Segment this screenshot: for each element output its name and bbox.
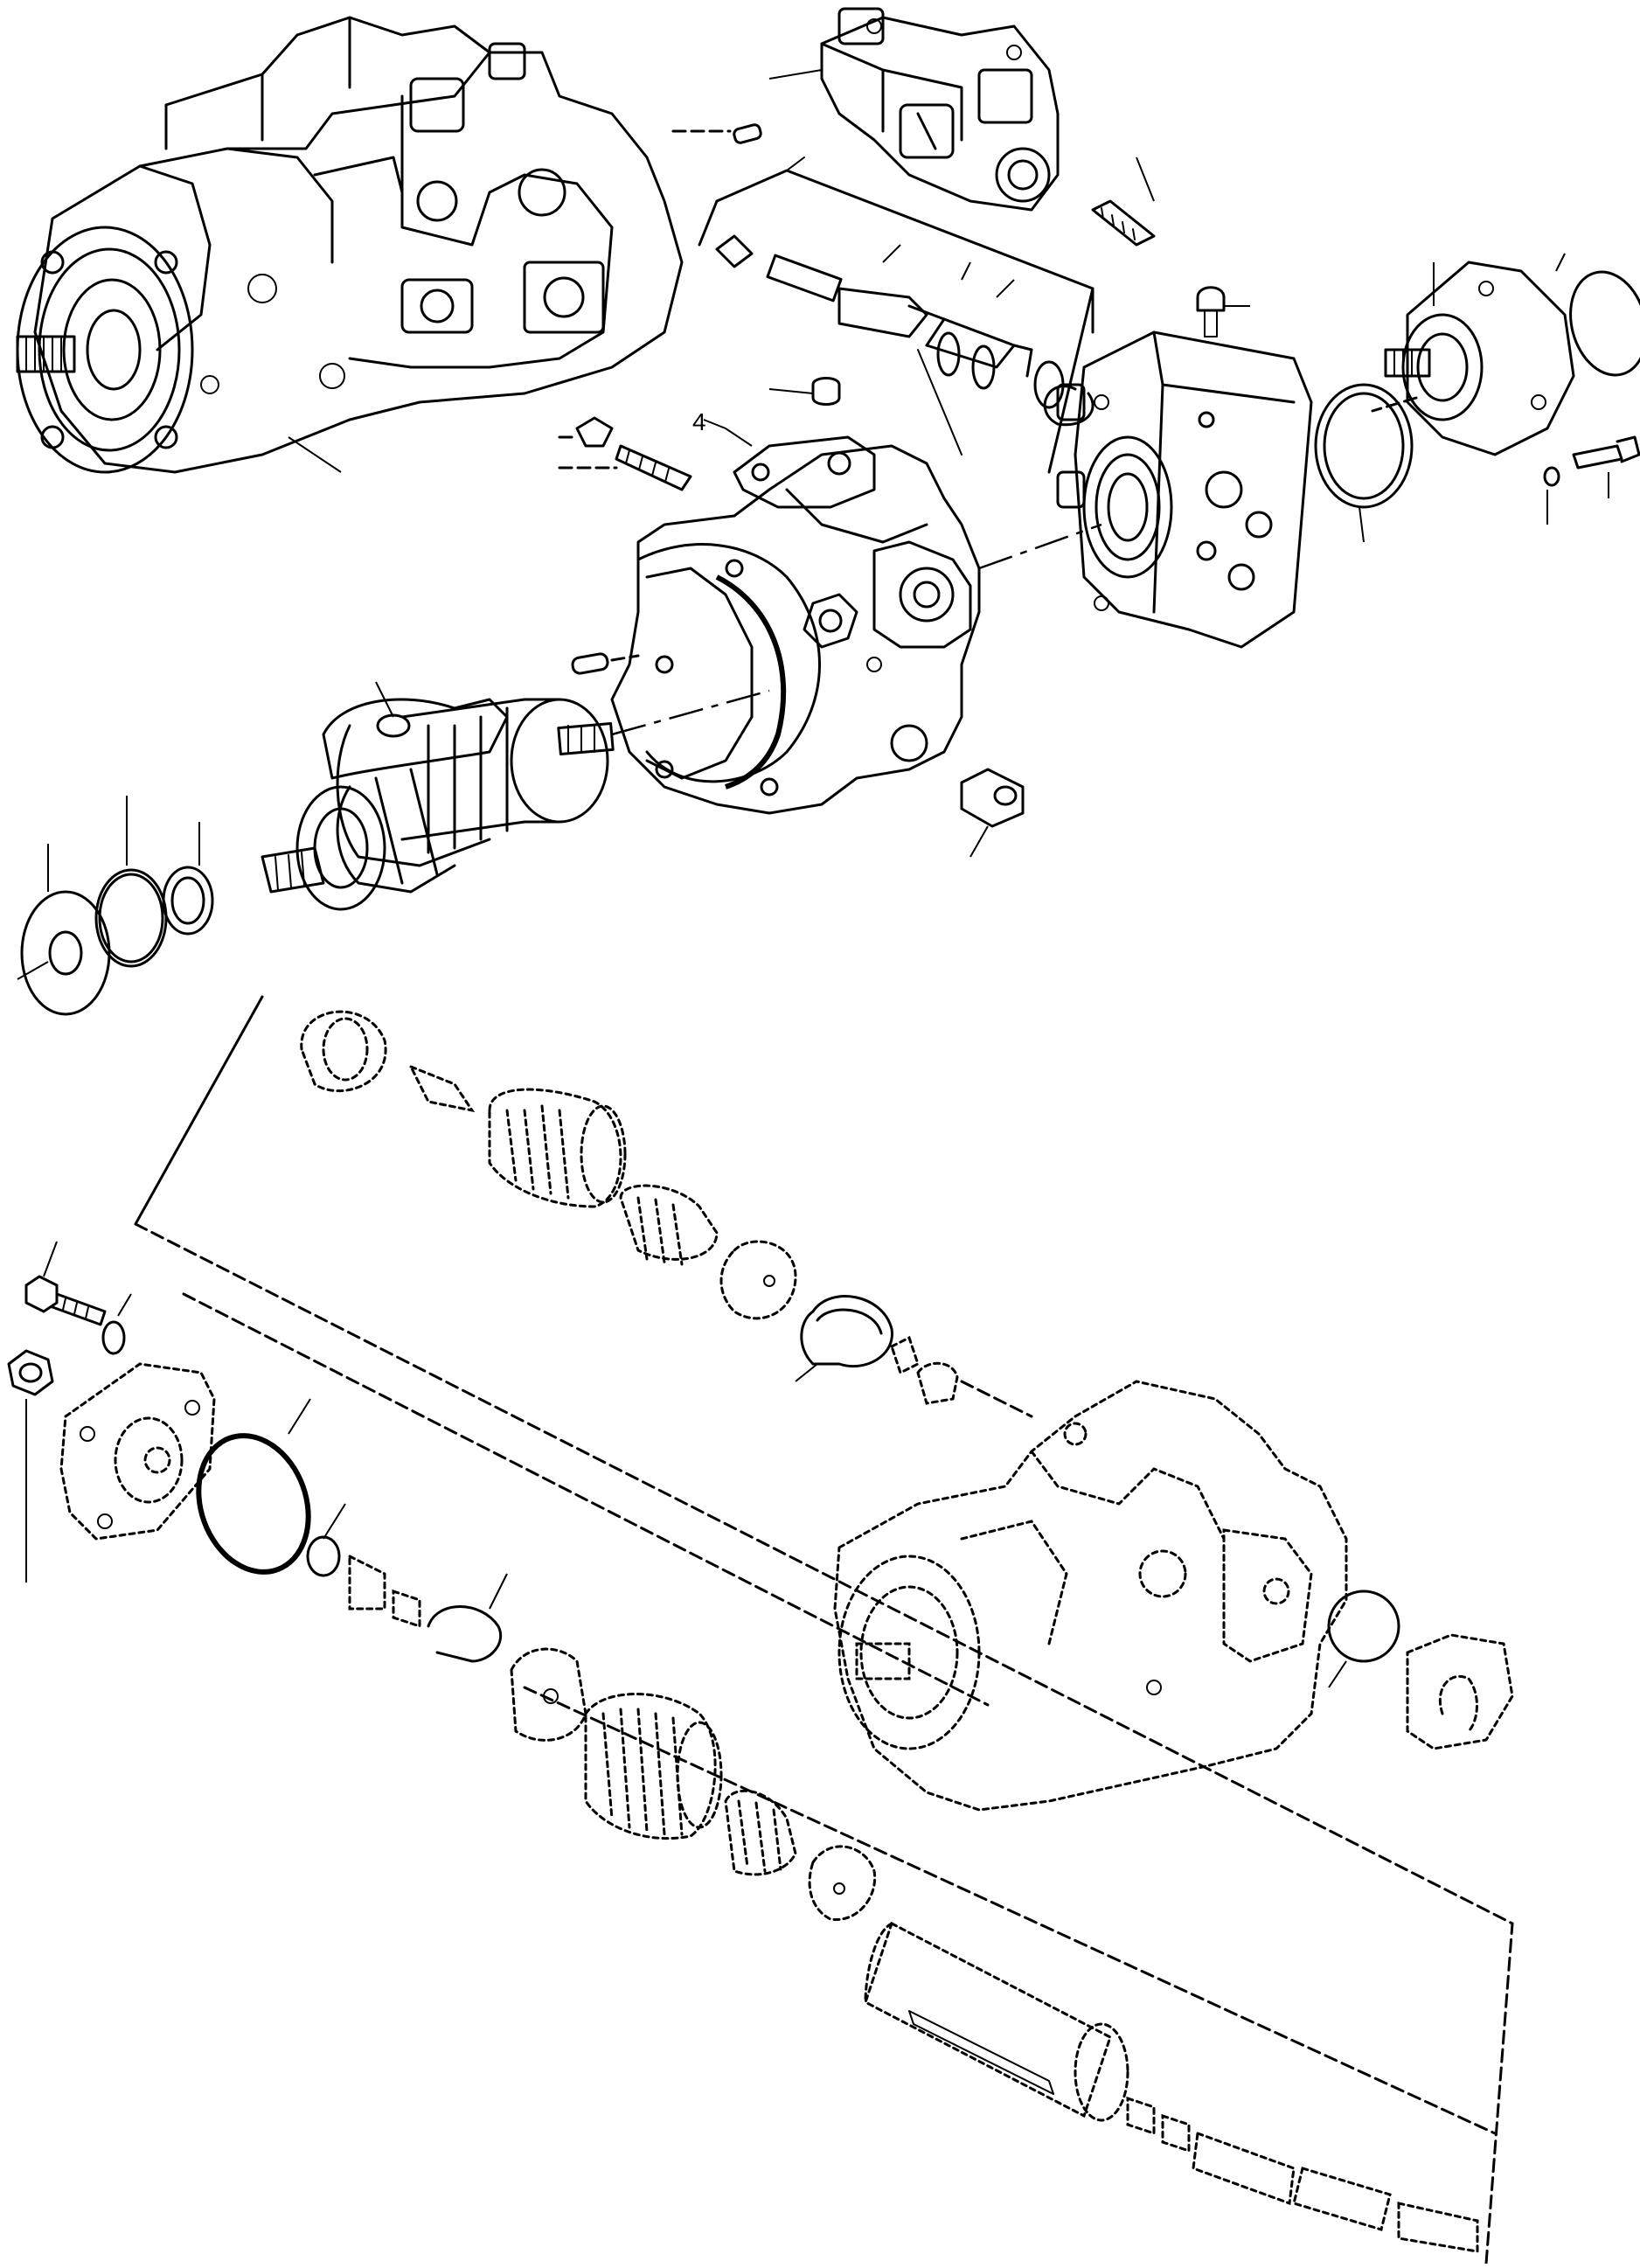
stud-right-top (1091, 157, 1156, 247)
servo-valve-block (768, 7, 1060, 212)
bolt-washer-right (1371, 396, 1640, 525)
plug-lower-right (960, 768, 1025, 858)
dashed-regulator-chain (300, 1010, 1033, 1418)
rotating-group (261, 681, 770, 911)
hex-nut-lower-left (7, 1349, 54, 1583)
body-index-label: 4 (692, 408, 706, 435)
bolt-washer-lower-left (24, 1241, 132, 1355)
assembled-pump-top (16, 16, 684, 474)
plug-top (768, 377, 841, 406)
o-ring-lower (196, 1398, 311, 1575)
end-cover-block (978, 330, 1313, 649)
bushing-lower (306, 1503, 346, 1577)
dashed-lower-chain (348, 1554, 1479, 2253)
o-rings-right (1314, 253, 1640, 543)
pump-housing: 4 (610, 408, 981, 815)
dowel-pin-upper (671, 123, 762, 144)
shims-left (17, 796, 214, 1016)
cover-screw-top (1196, 286, 1250, 337)
adjusting-screw-assembly (715, 234, 1094, 427)
assembled-pump-bottom (833, 1380, 1348, 1812)
dowel-pin-mid (571, 652, 640, 675)
stud-and-nut-left (558, 416, 692, 491)
gear-pump-right (1384, 261, 1575, 456)
cap-and-seal-lower (1327, 1590, 1514, 1750)
cover-flange-lower (59, 1362, 216, 1541)
